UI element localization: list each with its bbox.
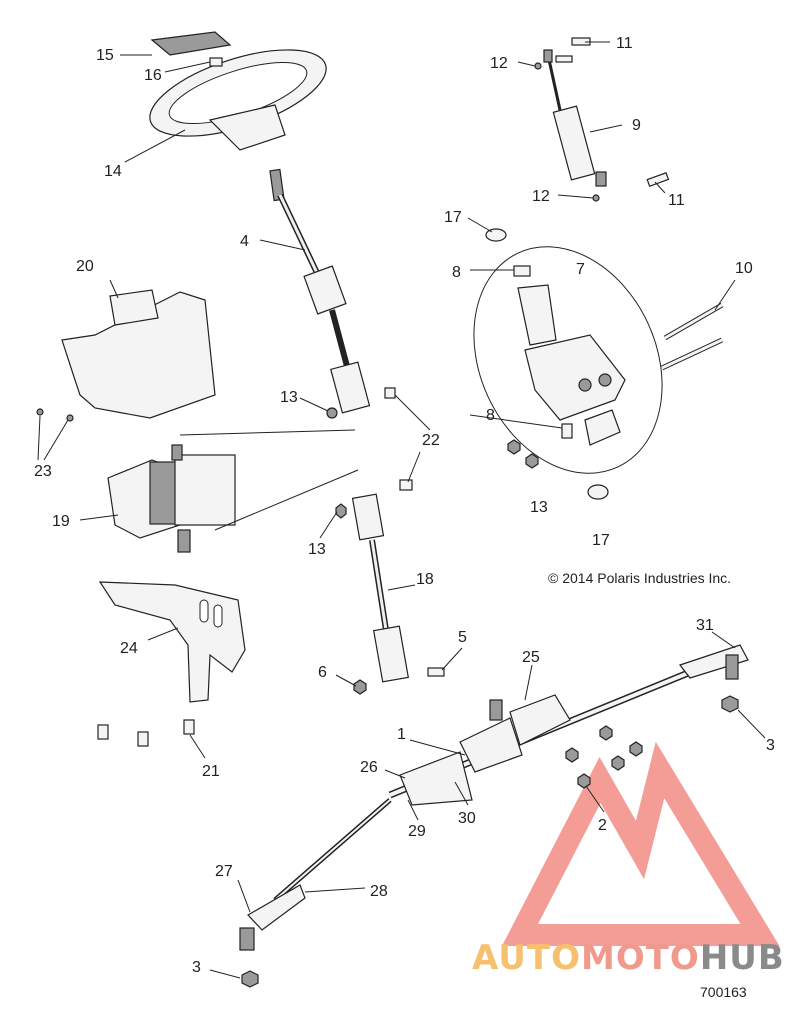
callout-8-bottom: 8 (486, 407, 495, 424)
callout-14: 14 (104, 163, 122, 180)
callout-21: 21 (202, 763, 220, 780)
callout-11-bottom: 11 (668, 192, 685, 209)
gas-strut (543, 49, 607, 187)
tie-rod-left (239, 798, 392, 951)
tie-rod-right (679, 644, 749, 680)
callout-3-right: 3 (766, 737, 775, 754)
nut-13-left (507, 439, 521, 455)
tilt-bracket-assembly (473, 246, 663, 474)
bushing-8-top (513, 265, 531, 277)
callout-11-top: 11 (616, 35, 633, 52)
grommet-17-top (485, 228, 507, 242)
nut-13-right (525, 453, 539, 469)
bolt-21-a (97, 724, 109, 740)
bolt-21-b (137, 731, 149, 747)
bolt-21-c (183, 719, 195, 735)
nuts-2 (565, 725, 643, 789)
callout-30: 30 (458, 810, 476, 827)
callout-20: 20 (76, 258, 94, 275)
callout-12-bottom: 12 (532, 188, 550, 205)
callout-5: 5 (458, 629, 467, 646)
bolt-5 (427, 667, 445, 677)
callout-7: 7 (576, 261, 585, 278)
logo-auto: AUTO (472, 938, 581, 978)
callout-3-left: 3 (192, 959, 201, 976)
callout-28: 28 (370, 883, 388, 900)
steering-rack (388, 656, 722, 806)
callout-24: 24 (120, 640, 138, 657)
logo-hub: HUB (699, 938, 785, 978)
callout-22: 22 (422, 432, 440, 449)
callout-17-bottom: 17 (592, 532, 610, 549)
callout-26: 26 (360, 759, 378, 776)
callout-25: 25 (522, 649, 540, 666)
bolt-22-bottom (399, 479, 413, 491)
callout-13-shaft: 13 (308, 541, 326, 558)
upper-steering-shaft (269, 168, 371, 414)
callout-12-top: 12 (490, 55, 508, 72)
mount-bracket (98, 581, 246, 703)
nut-6 (353, 679, 367, 695)
steering-wheel (149, 31, 327, 151)
steering-wheel-cap (150, 31, 232, 56)
callout-6: 6 (318, 664, 327, 681)
callout-15: 15 (96, 47, 114, 64)
callout-labels: 1 2 3 3 4 5 6 7 8 8 9 10 11 11 12 12 13 … (34, 35, 775, 976)
bolt-22-top (384, 387, 396, 399)
nut-3-left (241, 970, 259, 988)
nut-12-bottom (592, 194, 600, 202)
callout-13-bracket: 13 (530, 499, 548, 516)
grommet-17-bottom (587, 484, 609, 500)
screw-23-b (66, 414, 74, 422)
callout-10: 10 (735, 260, 753, 277)
callout-18: 18 (416, 571, 434, 588)
logo-moto: MOTO (580, 938, 700, 978)
callout-1: 1 (397, 726, 406, 743)
nut-3-right (721, 695, 739, 713)
bushing-8-bottom (561, 423, 573, 439)
callout-19: 19 (52, 513, 70, 530)
screw-23-a (36, 408, 44, 416)
leader-lines (37, 41, 766, 979)
intermediate-shaft (351, 493, 410, 683)
callout-27: 27 (215, 863, 233, 880)
callout-31: 31 (696, 617, 714, 634)
nut-13-shaft (335, 503, 347, 519)
callout-23: 23 (34, 463, 52, 480)
eps-unit (107, 444, 236, 553)
copyright-notice: © 2014 Polaris Industries Inc. (548, 570, 732, 586)
callout-8-top: 8 (452, 264, 461, 281)
pivot-bolts (660, 302, 724, 371)
callout-13-upper: 13 (280, 389, 298, 406)
diagram-number: 700163 (700, 984, 747, 1000)
ps-cover (61, 289, 216, 419)
callout-2: 2 (598, 817, 607, 834)
callout-9: 9 (632, 117, 641, 134)
callout-16: 16 (144, 67, 162, 84)
nut-13-upper (326, 407, 338, 419)
automotohub-logo: AUTOMOTOHUB (472, 938, 785, 978)
callout-17-top: 17 (444, 209, 462, 226)
nut-12-top (534, 62, 542, 70)
bolt-11-bottom (646, 172, 670, 188)
cap-clip (209, 57, 223, 67)
callout-29: 29 (408, 823, 426, 840)
bolt-11-top (555, 37, 591, 63)
logo-triangle (501, 741, 780, 946)
callout-4: 4 (240, 233, 249, 250)
